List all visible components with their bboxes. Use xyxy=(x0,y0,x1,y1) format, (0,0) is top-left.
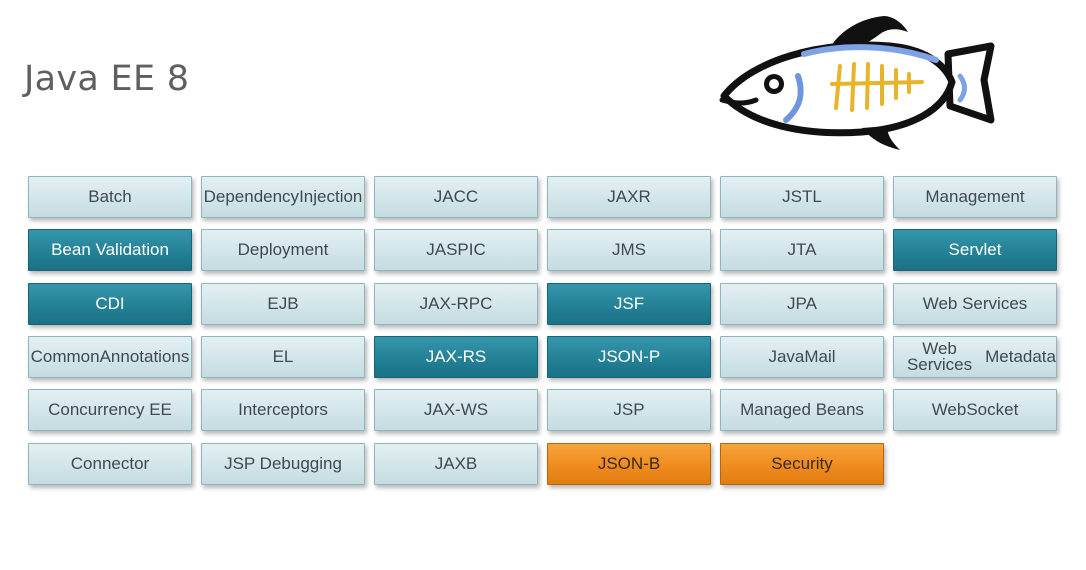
tile-label: JSON-P xyxy=(597,347,661,366)
tile-label: EJB xyxy=(267,294,299,313)
tile-json-b: JSON-B xyxy=(547,443,711,485)
tile-managed-beans: Managed Beans xyxy=(720,389,884,431)
tile-label: Injection xyxy=(299,187,363,206)
tile-label: WebSocket xyxy=(931,400,1019,419)
tile-label: JASPIC xyxy=(426,240,486,259)
tile-label: JAX-RPC xyxy=(419,294,493,313)
tile-label: Metadata xyxy=(985,347,1056,366)
tile-label: JSP xyxy=(613,400,645,419)
tile-label: Batch xyxy=(88,187,132,206)
tile-security: Security xyxy=(720,443,884,485)
tile-connector: Connector xyxy=(28,443,192,485)
tile-label: CDI xyxy=(95,294,125,313)
tile-javamail: JavaMail xyxy=(720,336,884,378)
tile-label: JSF xyxy=(613,294,645,313)
tile-jaspic: JASPIC xyxy=(374,229,538,271)
tile-batch: Batch xyxy=(28,176,192,218)
tile-jms: JMS xyxy=(547,229,711,271)
tile-web-services: Web Services xyxy=(893,283,1057,325)
tile-label: Security xyxy=(771,454,833,473)
tile-jaxr: JAXR xyxy=(547,176,711,218)
tile-label: Management xyxy=(925,187,1025,206)
tile-ejb: EJB xyxy=(201,283,365,325)
tile-label: Servlet xyxy=(948,240,1002,259)
tile-bean-validation: Bean Validation xyxy=(28,229,192,271)
tile-label: JSTL xyxy=(782,187,822,206)
tile-label: JPA xyxy=(787,294,817,313)
tile-label: JAXB xyxy=(434,454,478,473)
tile-label: JMS xyxy=(612,240,646,259)
tile-label: JACC xyxy=(433,187,479,206)
tile-label: JAX-WS xyxy=(423,400,489,419)
tile-el: EL xyxy=(201,336,365,378)
tile-label: JAX-RS xyxy=(425,347,487,366)
tile-interceptors: Interceptors xyxy=(201,389,365,431)
tile-cdi: CDI xyxy=(28,283,192,325)
tile-jax-rpc: JAX-RPC xyxy=(374,283,538,325)
tile-label: Interceptors xyxy=(238,400,328,419)
tile-label: Managed Beans xyxy=(740,400,864,419)
tile-deployment: Deployment xyxy=(201,229,365,271)
tile-jstl: JSTL xyxy=(720,176,884,218)
tile-websocket: WebSocket xyxy=(893,389,1057,431)
tile-label: Annotations xyxy=(99,347,190,366)
tile-label: Connector xyxy=(70,454,150,473)
tile-jsp: JSP xyxy=(547,389,711,431)
tile-label: JSON-B xyxy=(597,454,661,473)
tile-json-p: JSON-P xyxy=(547,336,711,378)
tile-label: JTA xyxy=(787,240,817,259)
tile-web-services-metadata: Web Services Metadata xyxy=(893,336,1057,378)
tile-jax-ws: JAX-WS xyxy=(374,389,538,431)
tile-concurrency-ee: Concurrency EE xyxy=(28,389,192,431)
glassfish-fish-icon xyxy=(719,16,995,150)
slide-title: Java EE 8 xyxy=(24,59,190,99)
tile-jaxb: JAXB xyxy=(374,443,538,485)
tile-jta: JTA xyxy=(720,229,884,271)
tile-label: JSP Debugging xyxy=(224,454,342,473)
tile-label: JavaMail xyxy=(768,347,836,366)
tile-jax-rs: JAX-RS xyxy=(374,336,538,378)
tile-management: Management xyxy=(893,176,1057,218)
tile-label: Web Services xyxy=(922,294,1028,313)
tile-jpa: JPA xyxy=(720,283,884,325)
tile-label: Web Services xyxy=(906,339,973,374)
tile-label: Deployment xyxy=(237,240,329,259)
tile-label: Dependency xyxy=(203,187,300,206)
tile-jsp-debugging: JSP Debugging xyxy=(201,443,365,485)
tile-jsf: JSF xyxy=(547,283,711,325)
tile-label: Bean Validation xyxy=(51,240,169,259)
tile-jacc: JACC xyxy=(374,176,538,218)
tile-label: EL xyxy=(272,347,294,366)
tile-servlet: Servlet xyxy=(893,229,1057,271)
tile-label: Common xyxy=(30,347,100,366)
tile-label: Concurrency EE xyxy=(48,400,172,419)
tile-label: JAXR xyxy=(607,187,651,206)
